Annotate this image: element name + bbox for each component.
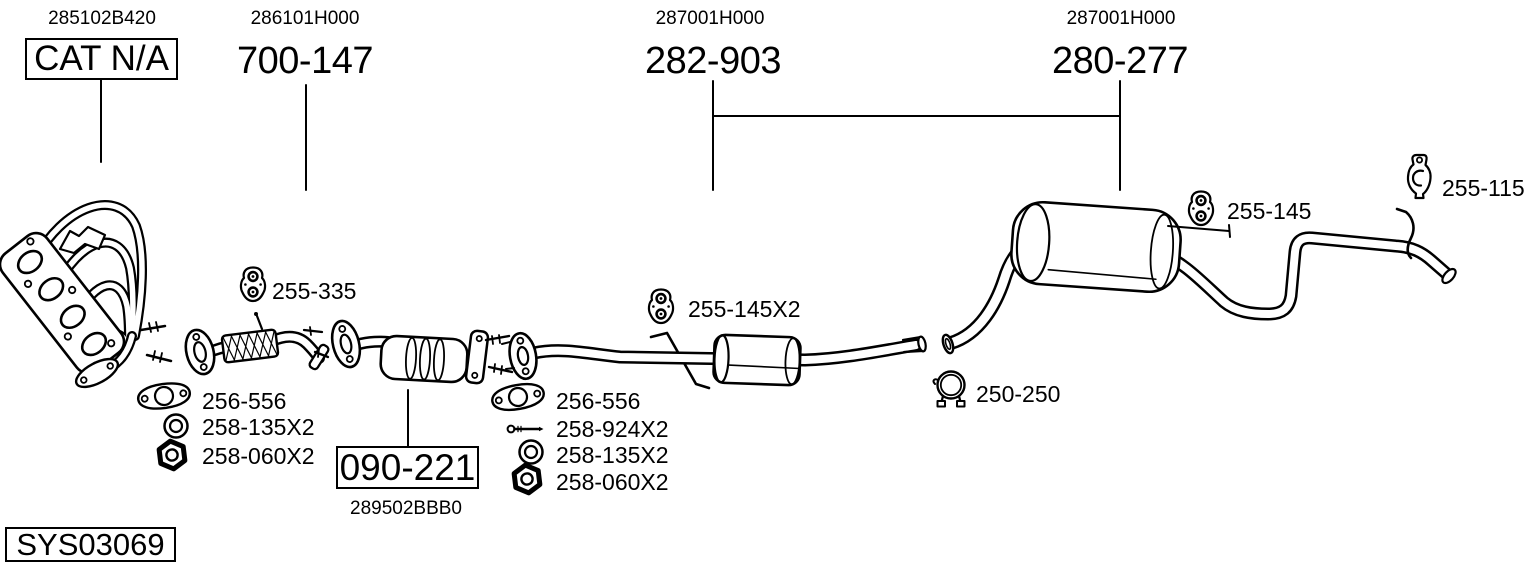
bolt-icon: [506, 424, 544, 434]
system-id-label: SYS03069: [5, 527, 176, 562]
callout-label: 255-145X2: [688, 296, 801, 322]
hardware-label: 258-135X2: [202, 414, 315, 440]
gasket-icon: [489, 379, 547, 415]
nut-icon: [157, 440, 187, 470]
callout-label: 255-335: [272, 278, 357, 304]
converter-ref: 289502BBB0: [350, 498, 462, 519]
hardware-label: 256-556: [556, 388, 641, 414]
leader-lines: [100, 79, 1121, 447]
pipe-bracket-icon: [1406, 153, 1432, 200]
rubber-hanger-icon: [647, 288, 675, 325]
assembly-ref: 286101H000: [250, 8, 360, 29]
hardware-label: 258-060X2: [556, 469, 669, 495]
washer-icon: [518, 439, 544, 465]
hardware-label: 256-556: [202, 388, 287, 414]
callout-label: 250-250: [976, 381, 1061, 407]
converter-body: [379, 334, 469, 384]
catalytic-converter-drawing: [330, 319, 514, 385]
rubber-hanger-icon: [1187, 190, 1215, 227]
cat-not-available-label: CAT N/A: [25, 38, 178, 80]
manifold-bracket: [58, 225, 107, 255]
front-flex-pipe-drawing: [184, 312, 330, 376]
nut-icon: [512, 464, 542, 494]
assembly-part-number: 282-903: [645, 40, 781, 82]
tailpipe-hanger-wire: [1395, 207, 1415, 260]
muffler-inlet-end: [941, 333, 955, 355]
converter-studs: [484, 334, 514, 375]
rubber-hanger-icon: [239, 266, 267, 303]
gasket-icon: [135, 379, 193, 413]
callout-label: 255-115: [1442, 175, 1525, 201]
hardware-label: 258-060X2: [202, 443, 315, 469]
washer-icon: [163, 413, 189, 439]
assembly-ref: 285102B420: [48, 8, 156, 29]
assembly-part-number: 700-147: [237, 40, 373, 82]
callout-label: 255-145: [1227, 198, 1312, 224]
assembly-part-number: 280-277: [1052, 40, 1188, 82]
manifold-outlet-flange: [74, 357, 120, 389]
flex-braid: [220, 328, 280, 364]
assembly-ref: 287001H000: [1066, 8, 1176, 29]
muffler-body: [1010, 200, 1182, 294]
rear-muffler-drawing: [941, 200, 1457, 355]
center-pipe-resonator-drawing: [501, 331, 927, 390]
exhaust-manifold-drawing: [0, 200, 173, 389]
resonator-body: [712, 333, 802, 387]
center-pipe-flange: [508, 331, 538, 381]
converter-inlet-flange: [330, 319, 362, 369]
flex-studs: [302, 326, 330, 359]
hardware-label: 258-135X2: [556, 442, 669, 468]
flex-inlet-flange: [184, 328, 216, 376]
manifold-studs: [139, 321, 173, 363]
converter-part-number: 090-221: [336, 446, 479, 489]
pipe-clamp-icon: [932, 370, 966, 408]
assembly-ref: 287001H000: [655, 8, 765, 29]
hardware-label: 258-924X2: [556, 416, 669, 442]
converter-outlet-flange: [464, 329, 490, 385]
